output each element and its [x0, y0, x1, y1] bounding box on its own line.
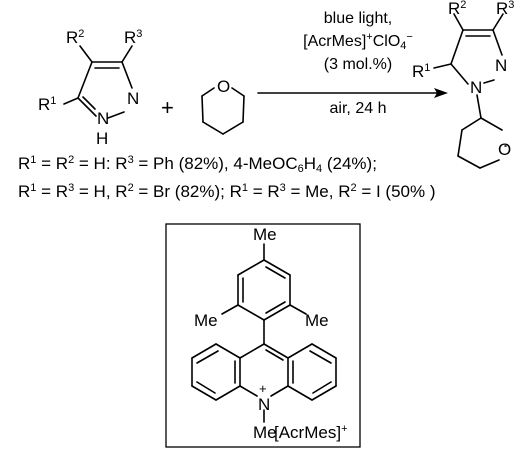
- catalyst-me-left: Me: [194, 311, 218, 330]
- catalyst-box: [165, 223, 361, 448]
- plus-sign: +: [161, 95, 174, 120]
- product-thf-oxygen: O: [498, 140, 512, 159]
- reactant-n-lower: N: [97, 109, 110, 128]
- condition-catalyst: [AcrMes]+ClO4−: [303, 31, 413, 52]
- catalyst-me-top: Me: [253, 225, 277, 244]
- reactant-n-upper: N: [127, 89, 140, 108]
- substituent-line-2: R1 = R3 = H, R2 = Br (82%); R1 = R3 = Me…: [18, 182, 436, 201]
- catalyst-me-right: Me: [305, 311, 329, 330]
- reactant-r2-label: R2: [66, 28, 85, 47]
- condition-light: blue light,: [323, 10, 393, 27]
- product-r2-label: R2: [448, 0, 467, 18]
- reaction-arrowhead: [434, 88, 448, 98]
- acridinium-bonds: [191, 343, 337, 423]
- reactant-r3-label: R3: [124, 28, 143, 47]
- pyrazole-ring-bonds: [63, 45, 133, 119]
- substituent-line-1: R1 = R2 = H: R3 = Ph (82%), 4-MeOC6H4 (2…: [18, 154, 377, 175]
- product-r1-label: R1: [412, 62, 431, 81]
- product-n-lower: N: [470, 78, 483, 97]
- thf-oxygen: O: [217, 77, 231, 96]
- product-r3-label: R3: [496, 0, 515, 18]
- catalyst-n-charge: +: [259, 381, 267, 396]
- product-n-upper: N: [495, 56, 508, 75]
- catalyst-label: [AcrMes]+: [274, 423, 348, 442]
- reactant-r1-label: R1: [38, 95, 57, 114]
- reactant-nh-hydrogen: H: [96, 129, 109, 148]
- condition-air-time: air, 24 h: [329, 100, 387, 117]
- condition-loading: (3 mol.%): [323, 56, 393, 73]
- catalyst-n-methyl: Me: [253, 423, 277, 442]
- catalyst-nitrogen: N: [258, 395, 271, 414]
- thf-ring-bonds: [201, 87, 245, 135]
- product-ring-bonds: [433, 13, 507, 169]
- mesityl-ring-bonds: [221, 243, 307, 345]
